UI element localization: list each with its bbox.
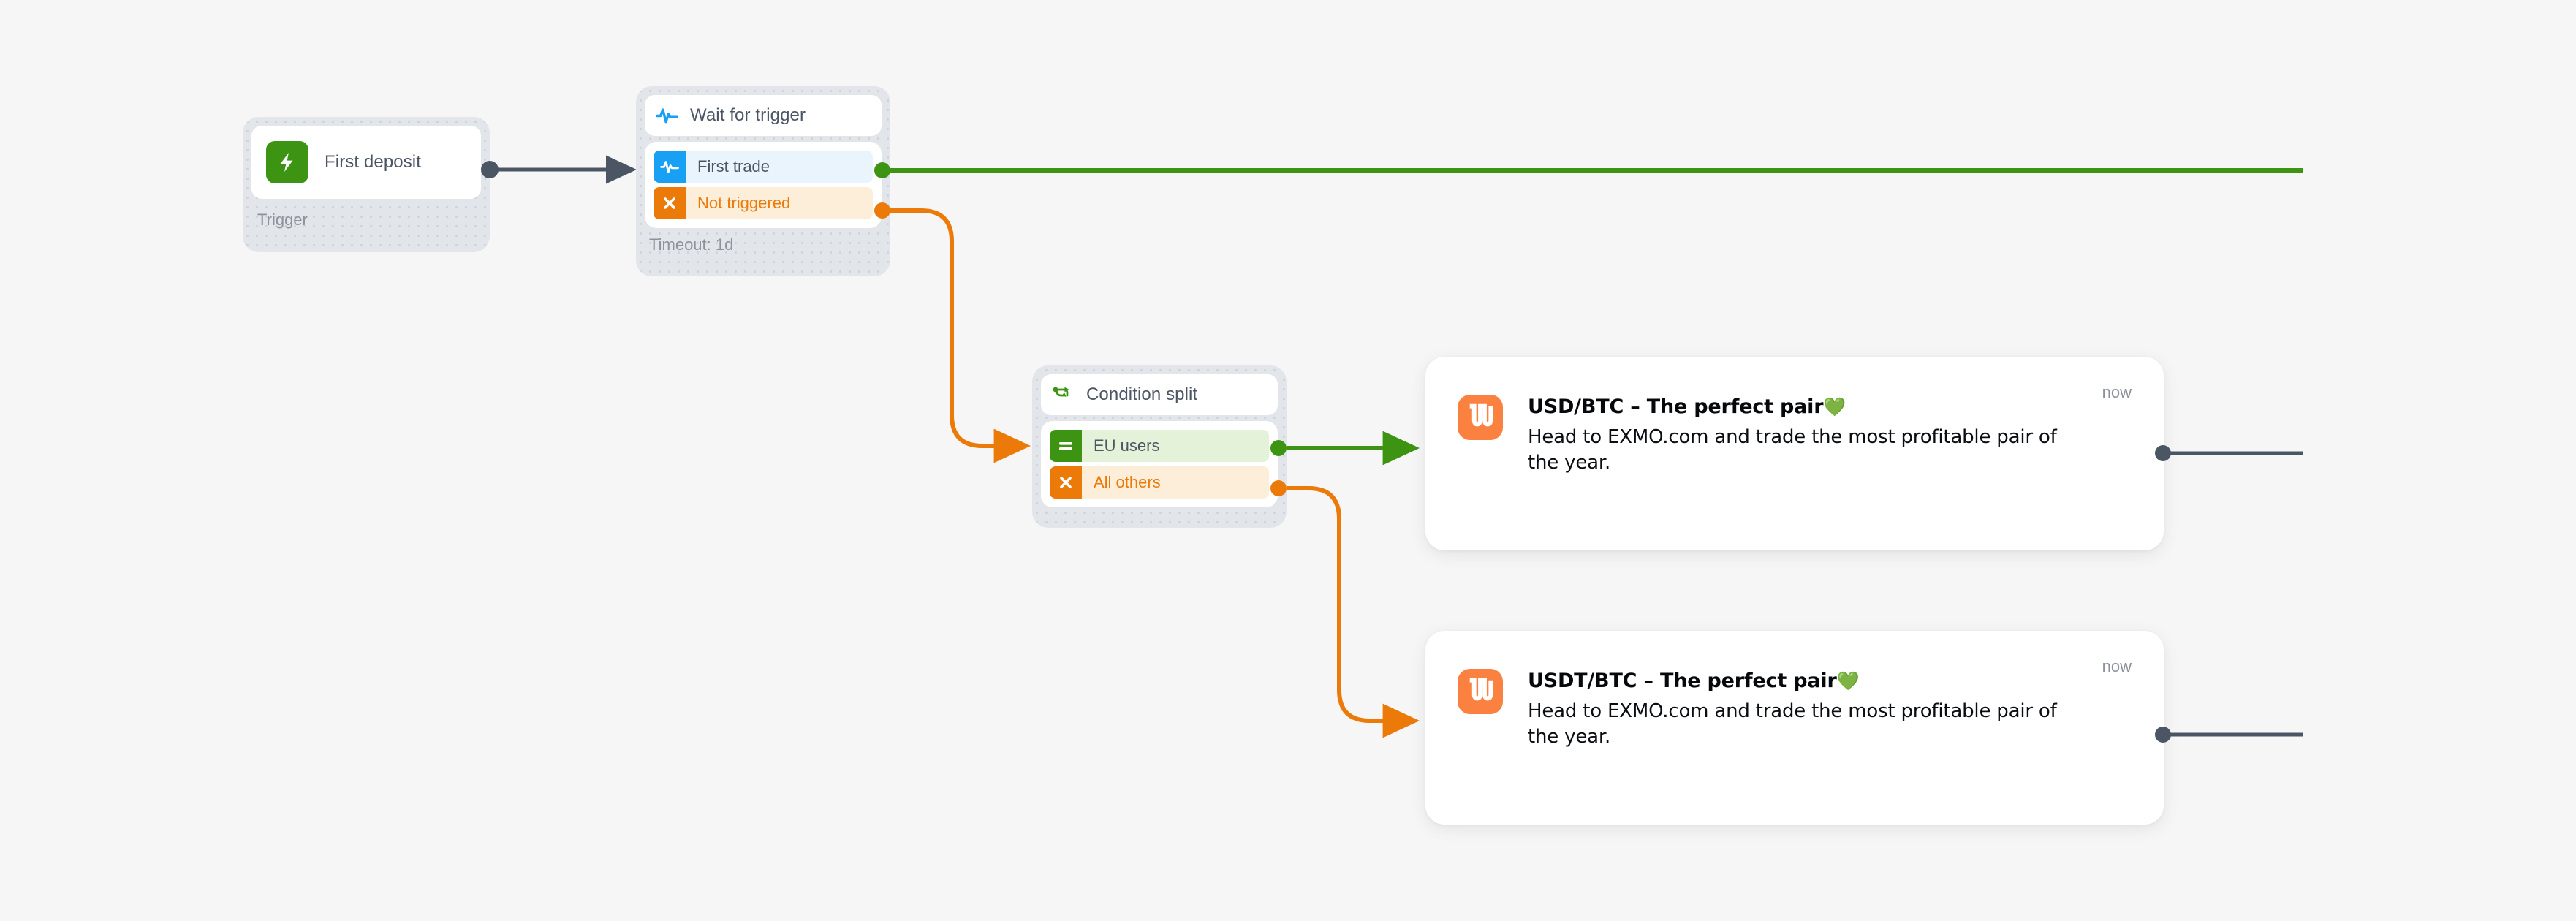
node-trigger[interactable]: First deposit Trigger <box>243 117 490 252</box>
branch-not-triggered[interactable]: Not triggered <box>654 187 873 219</box>
message-title: USDT/BTC – The perfect pair💚 <box>1528 670 1860 692</box>
branch-first-trade[interactable]: First trade <box>654 151 873 183</box>
edge-not-triggered-to-split <box>883 208 1031 463</box>
wait-branches: First trade Not triggered <box>645 142 882 228</box>
trigger-output-port[interactable] <box>481 161 499 178</box>
message-body: Head to EXMO.com and trade the most prof… <box>1528 425 2057 474</box>
exmo-logo-icon <box>1458 395 1503 440</box>
message-body: Head to EXMO.com and trade the most prof… <box>1528 700 2057 748</box>
equals-icon <box>1050 430 1082 462</box>
edge-all-others-to-card2 <box>1278 486 1420 738</box>
message-card[interactable]: USDT/BTC – The perfect pair💚 Head to EXM… <box>1425 631 2164 825</box>
not-triggered-output-port[interactable] <box>874 202 890 219</box>
green-heart-icon: 💚 <box>1836 670 1860 691</box>
split-title: Condition split <box>1086 384 1198 404</box>
node-wait-for-trigger[interactable]: Wait for trigger First trade Not trigger… <box>636 86 890 276</box>
first-trade-output-port[interactable] <box>874 162 890 178</box>
wait-header[interactable]: Wait for trigger <box>645 95 882 136</box>
branch-eu-users[interactable]: EU users <box>1050 430 1269 462</box>
card1-output-port[interactable] <box>2155 445 2171 461</box>
message-card[interactable]: USD/BTC – The perfect pair💚 Head to EXMO… <box>1425 357 2164 550</box>
message-title: USD/BTC – The perfect pair💚 <box>1528 395 1846 418</box>
close-x-icon <box>1050 466 1082 499</box>
branch-first-trade-label: First trade <box>686 151 873 183</box>
message-timestamp: now <box>2102 657 2132 675</box>
trigger-footer: Trigger <box>257 211 308 229</box>
green-heart-icon: 💚 <box>1823 396 1846 417</box>
lightning-bolt-icon <box>266 141 308 183</box>
trigger-title: First deposit <box>325 152 422 172</box>
card2-output-port[interactable] <box>2155 727 2171 743</box>
node-condition-split[interactable]: Condition split EU users All othe <box>1032 365 1287 528</box>
pulse-wave-icon <box>656 105 678 126</box>
branch-all-others[interactable]: All others <box>1050 466 1269 499</box>
wait-title: Wait for trigger <box>690 105 806 125</box>
branch-split-icon <box>1053 384 1075 406</box>
close-x-icon <box>654 187 686 219</box>
branch-eu-users-label: EU users <box>1082 430 1269 462</box>
wait-footer: Timeout: 1d <box>649 235 734 254</box>
split-header[interactable]: Condition split <box>1041 374 1278 415</box>
message-timestamp: now <box>2102 383 2132 401</box>
pulse-wave-icon <box>654 151 686 183</box>
eu-users-output-port[interactable] <box>1270 440 1287 456</box>
trigger-card[interactable]: First deposit <box>251 126 481 199</box>
branch-not-triggered-label: Not triggered <box>686 187 873 219</box>
all-others-output-port[interactable] <box>1270 480 1287 496</box>
split-branches: EU users All others <box>1041 421 1278 507</box>
exmo-logo-icon <box>1458 669 1503 714</box>
branch-all-others-label: All others <box>1082 466 1269 499</box>
